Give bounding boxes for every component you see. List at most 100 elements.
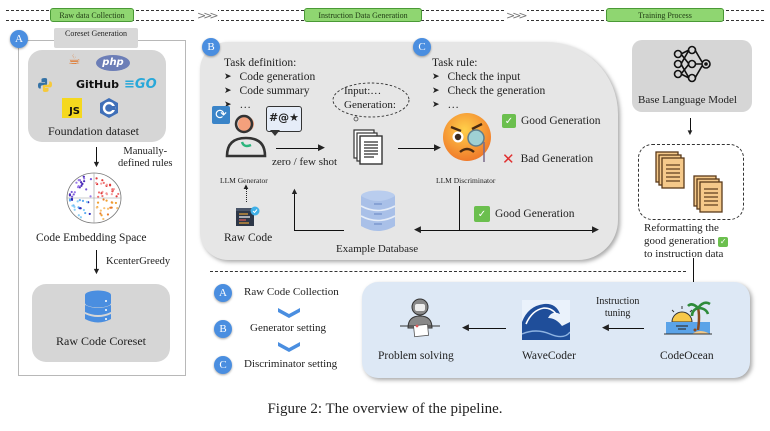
- discriminator-down-line: [459, 186, 461, 230]
- task-item: ➤Code generation: [224, 70, 315, 84]
- embedding-point: [85, 188, 88, 191]
- bullet-icon: ➤: [432, 100, 440, 110]
- good-generation-label: Good Generation: [521, 115, 601, 127]
- database-to-generator-up: [294, 192, 296, 231]
- rule-item: ➤Check the generation: [432, 84, 545, 98]
- embedding-point: [84, 211, 87, 215]
- embedding-point: [68, 199, 72, 202]
- label-line: to instruction data: [644, 248, 724, 260]
- code-embedding-space-label: Code Embedding Space: [36, 232, 147, 244]
- llm-generator-icon: [225, 114, 267, 158]
- wavecoder-wave-icon: [522, 300, 570, 340]
- embedding-point: [79, 216, 82, 219]
- embedding-point: [95, 181, 98, 185]
- embedding-point: [70, 197, 74, 201]
- task-item-label: Code generation: [239, 71, 316, 83]
- task-rule-list: Task rule: ➤Check the input ➤Check the g…: [432, 56, 545, 112]
- embedding-point: [73, 191, 76, 194]
- embedding-point: [105, 199, 108, 202]
- embedding-point: [106, 213, 110, 216]
- rule-item: ➤…: [432, 98, 545, 112]
- feedback-horizontal-line: [420, 230, 596, 232]
- check-icon: ✓: [474, 206, 490, 222]
- codeocean-beach-icon: [664, 301, 712, 335]
- badge-c: C: [413, 38, 431, 56]
- example-database-icon: [360, 190, 396, 231]
- cross-icon: ✕: [502, 150, 515, 168]
- embedding-point: [70, 195, 74, 198]
- embedding-point: [111, 201, 114, 204]
- manually-defined-rules-label: Manually- defined rules: [118, 146, 173, 170]
- coreset-generation-tag: Coreset Generation: [54, 28, 138, 48]
- label-line: defined rules: [118, 158, 173, 169]
- embedding-point: [97, 191, 101, 194]
- code-embedding-sphere: [66, 172, 122, 224]
- embedding-point: [115, 195, 118, 198]
- embedding-point: [79, 207, 82, 210]
- embedding-point: [83, 177, 86, 180]
- embedding-point: [78, 199, 81, 202]
- arrow-head: ▶: [318, 142, 325, 152]
- label-line: Instruction: [596, 296, 640, 307]
- zero-few-shot-label: zero / few shot: [272, 156, 338, 168]
- go-logo: ≡GO: [124, 77, 157, 92]
- badge-b: B: [202, 38, 220, 56]
- chevron-down-icon: [278, 342, 300, 352]
- rule-item: ➤Check the input: [432, 70, 545, 84]
- arrow-head-up: ▲: [290, 186, 299, 196]
- bullet-icon: ➤: [432, 72, 440, 82]
- embedding-point: [76, 186, 80, 189]
- stage-label: Raw data Collection: [59, 10, 125, 20]
- embedding-point: [83, 180, 86, 183]
- embedding-point: [116, 207, 119, 210]
- label-line: Reformatting the: [644, 222, 719, 234]
- cpp-logo: [100, 98, 118, 118]
- embedding-point: [96, 201, 100, 204]
- base-language-model-box: [632, 40, 752, 112]
- embedding-point: [73, 208, 76, 211]
- embedding-point: [99, 209, 102, 212]
- speech-bubble-tail: [270, 130, 280, 136]
- embedding-point: [100, 214, 103, 217]
- arrow-kcenter: [96, 250, 98, 272]
- embedding-point: [68, 194, 72, 197]
- task-definition-list: Task definition: ➤Code generation ➤Code …: [224, 56, 315, 112]
- stage-raw-data-collection: Raw data Collection: [50, 8, 134, 22]
- problem-solving-label: Problem solving: [378, 350, 454, 362]
- arrow-head-right: ▶: [592, 224, 599, 234]
- database-to-generator-line: [294, 230, 344, 232]
- task-rule-heading: Task rule:: [432, 57, 478, 69]
- legend-badge-b: B: [214, 320, 232, 338]
- embedding-point: [81, 182, 84, 185]
- tag-label: Coreset Generation: [65, 29, 127, 38]
- embedding-point: [95, 206, 98, 209]
- speech-bubble-icon: #@★: [266, 106, 302, 132]
- embedding-point: [99, 212, 102, 215]
- embedding-point: [97, 195, 100, 198]
- problem-solving-icon: [400, 298, 440, 338]
- bad-generation-result: ✕Bad Generation: [502, 150, 593, 168]
- embedding-point: [102, 217, 105, 221]
- task-definition-heading: Task definition:: [224, 57, 297, 69]
- embedding-point: [77, 206, 80, 209]
- check-icon: ✓: [502, 114, 516, 128]
- embedding-point: [106, 207, 110, 210]
- go-text: GO: [134, 77, 157, 92]
- stage-label: Training Process: [638, 10, 692, 20]
- thought-cloud-text: Input:… Generation:: [344, 84, 396, 112]
- bullet-icon: ➤: [224, 100, 232, 110]
- badge-a: A: [10, 30, 28, 48]
- stage-separator: >>>: [504, 9, 528, 22]
- embedding-point: [101, 179, 104, 182]
- php-logo: php: [96, 55, 130, 71]
- reformatting-box: [638, 144, 744, 220]
- arrow-head-left: ◀: [602, 322, 609, 332]
- embedding-point: [73, 205, 76, 209]
- embedding-point: [71, 204, 74, 207]
- embedding-point: [88, 212, 91, 216]
- documents-icon: [353, 129, 383, 165]
- database-icon: [85, 290, 111, 323]
- reformatting-label: Reformatting the good generation✓ to ins…: [644, 222, 729, 261]
- bullet-icon: ➤: [224, 86, 232, 96]
- embedding-point: [102, 198, 105, 201]
